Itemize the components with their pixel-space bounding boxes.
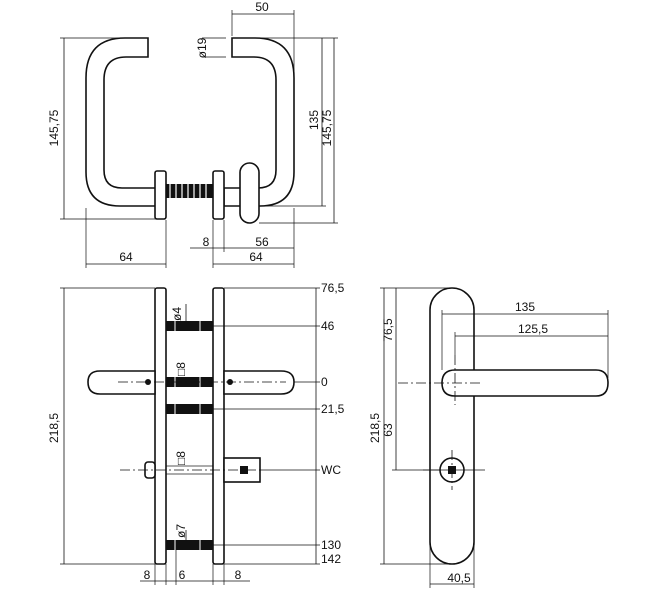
dim-top-8: 8	[203, 235, 210, 249]
top-right-rose	[212, 170, 225, 220]
front-right-plate	[212, 287, 225, 565]
front-view: ø4 □8 □8 ø7 218,5 76,5 46 0 21,5 WC 130 …	[47, 281, 345, 585]
dim-top-50: 50	[255, 0, 269, 14]
dim-side-1255: 125,5	[518, 322, 548, 336]
front-screw-215	[166, 404, 213, 414]
dim-side-765: 76,5	[381, 318, 395, 342]
dim-top-64-right: 64	[249, 250, 263, 264]
pos-215: 21,5	[321, 402, 345, 416]
top-left-rose	[154, 170, 167, 220]
pos-765: 76,5	[321, 281, 345, 295]
pos-130: 130	[321, 538, 341, 552]
dim-side-405: 40,5	[447, 571, 471, 585]
side-backplate	[429, 287, 475, 565]
dim-front-8-left: 8	[144, 568, 151, 582]
dim-side-63: 63	[381, 423, 395, 437]
front-screw-phi4	[166, 321, 213, 331]
dim-top-145-left: 145,75	[47, 109, 61, 146]
top-left-handle	[85, 37, 157, 207]
dim-side-218: 218,5	[368, 413, 382, 443]
front-spindle-sq8	[166, 377, 213, 387]
dim-top-145-right: 145,75	[320, 109, 334, 146]
dim-front-218: 218,5	[47, 413, 61, 443]
label-sq8-handle: □8	[174, 362, 188, 376]
dim-front-8-right: 8	[235, 568, 242, 582]
dim-top-56: 56	[255, 235, 269, 249]
side-view: 135 125,5 218,5 76,5 63 40,5	[368, 287, 609, 588]
pos-0: 0	[321, 375, 328, 389]
pos-46: 46	[321, 319, 335, 333]
top-view: 50 ø19 145,75 135 145,75 64 8 56 64	[47, 0, 338, 268]
dim-top-135: 135	[307, 110, 321, 130]
front-right-handle	[223, 370, 295, 395]
front-left-handle	[87, 370, 156, 395]
label-phi4: ø4	[170, 307, 184, 321]
pos-142: 142	[321, 552, 341, 566]
dim-side-135: 135	[515, 300, 535, 314]
pos-wc: WC	[321, 463, 341, 477]
dim-top-64-left: 64	[119, 250, 133, 264]
front-left-plate	[154, 287, 167, 565]
top-spindle	[166, 184, 213, 198]
dim-top-diameter-19: ø19	[195, 37, 209, 58]
dim-front-6: 6	[179, 568, 186, 582]
side-handle	[441, 369, 609, 397]
top-turn-knob	[239, 162, 260, 224]
front-screw-phi7	[166, 540, 213, 550]
label-phi7: ø7	[174, 524, 188, 538]
label-sq8-wc: □8	[174, 451, 188, 465]
